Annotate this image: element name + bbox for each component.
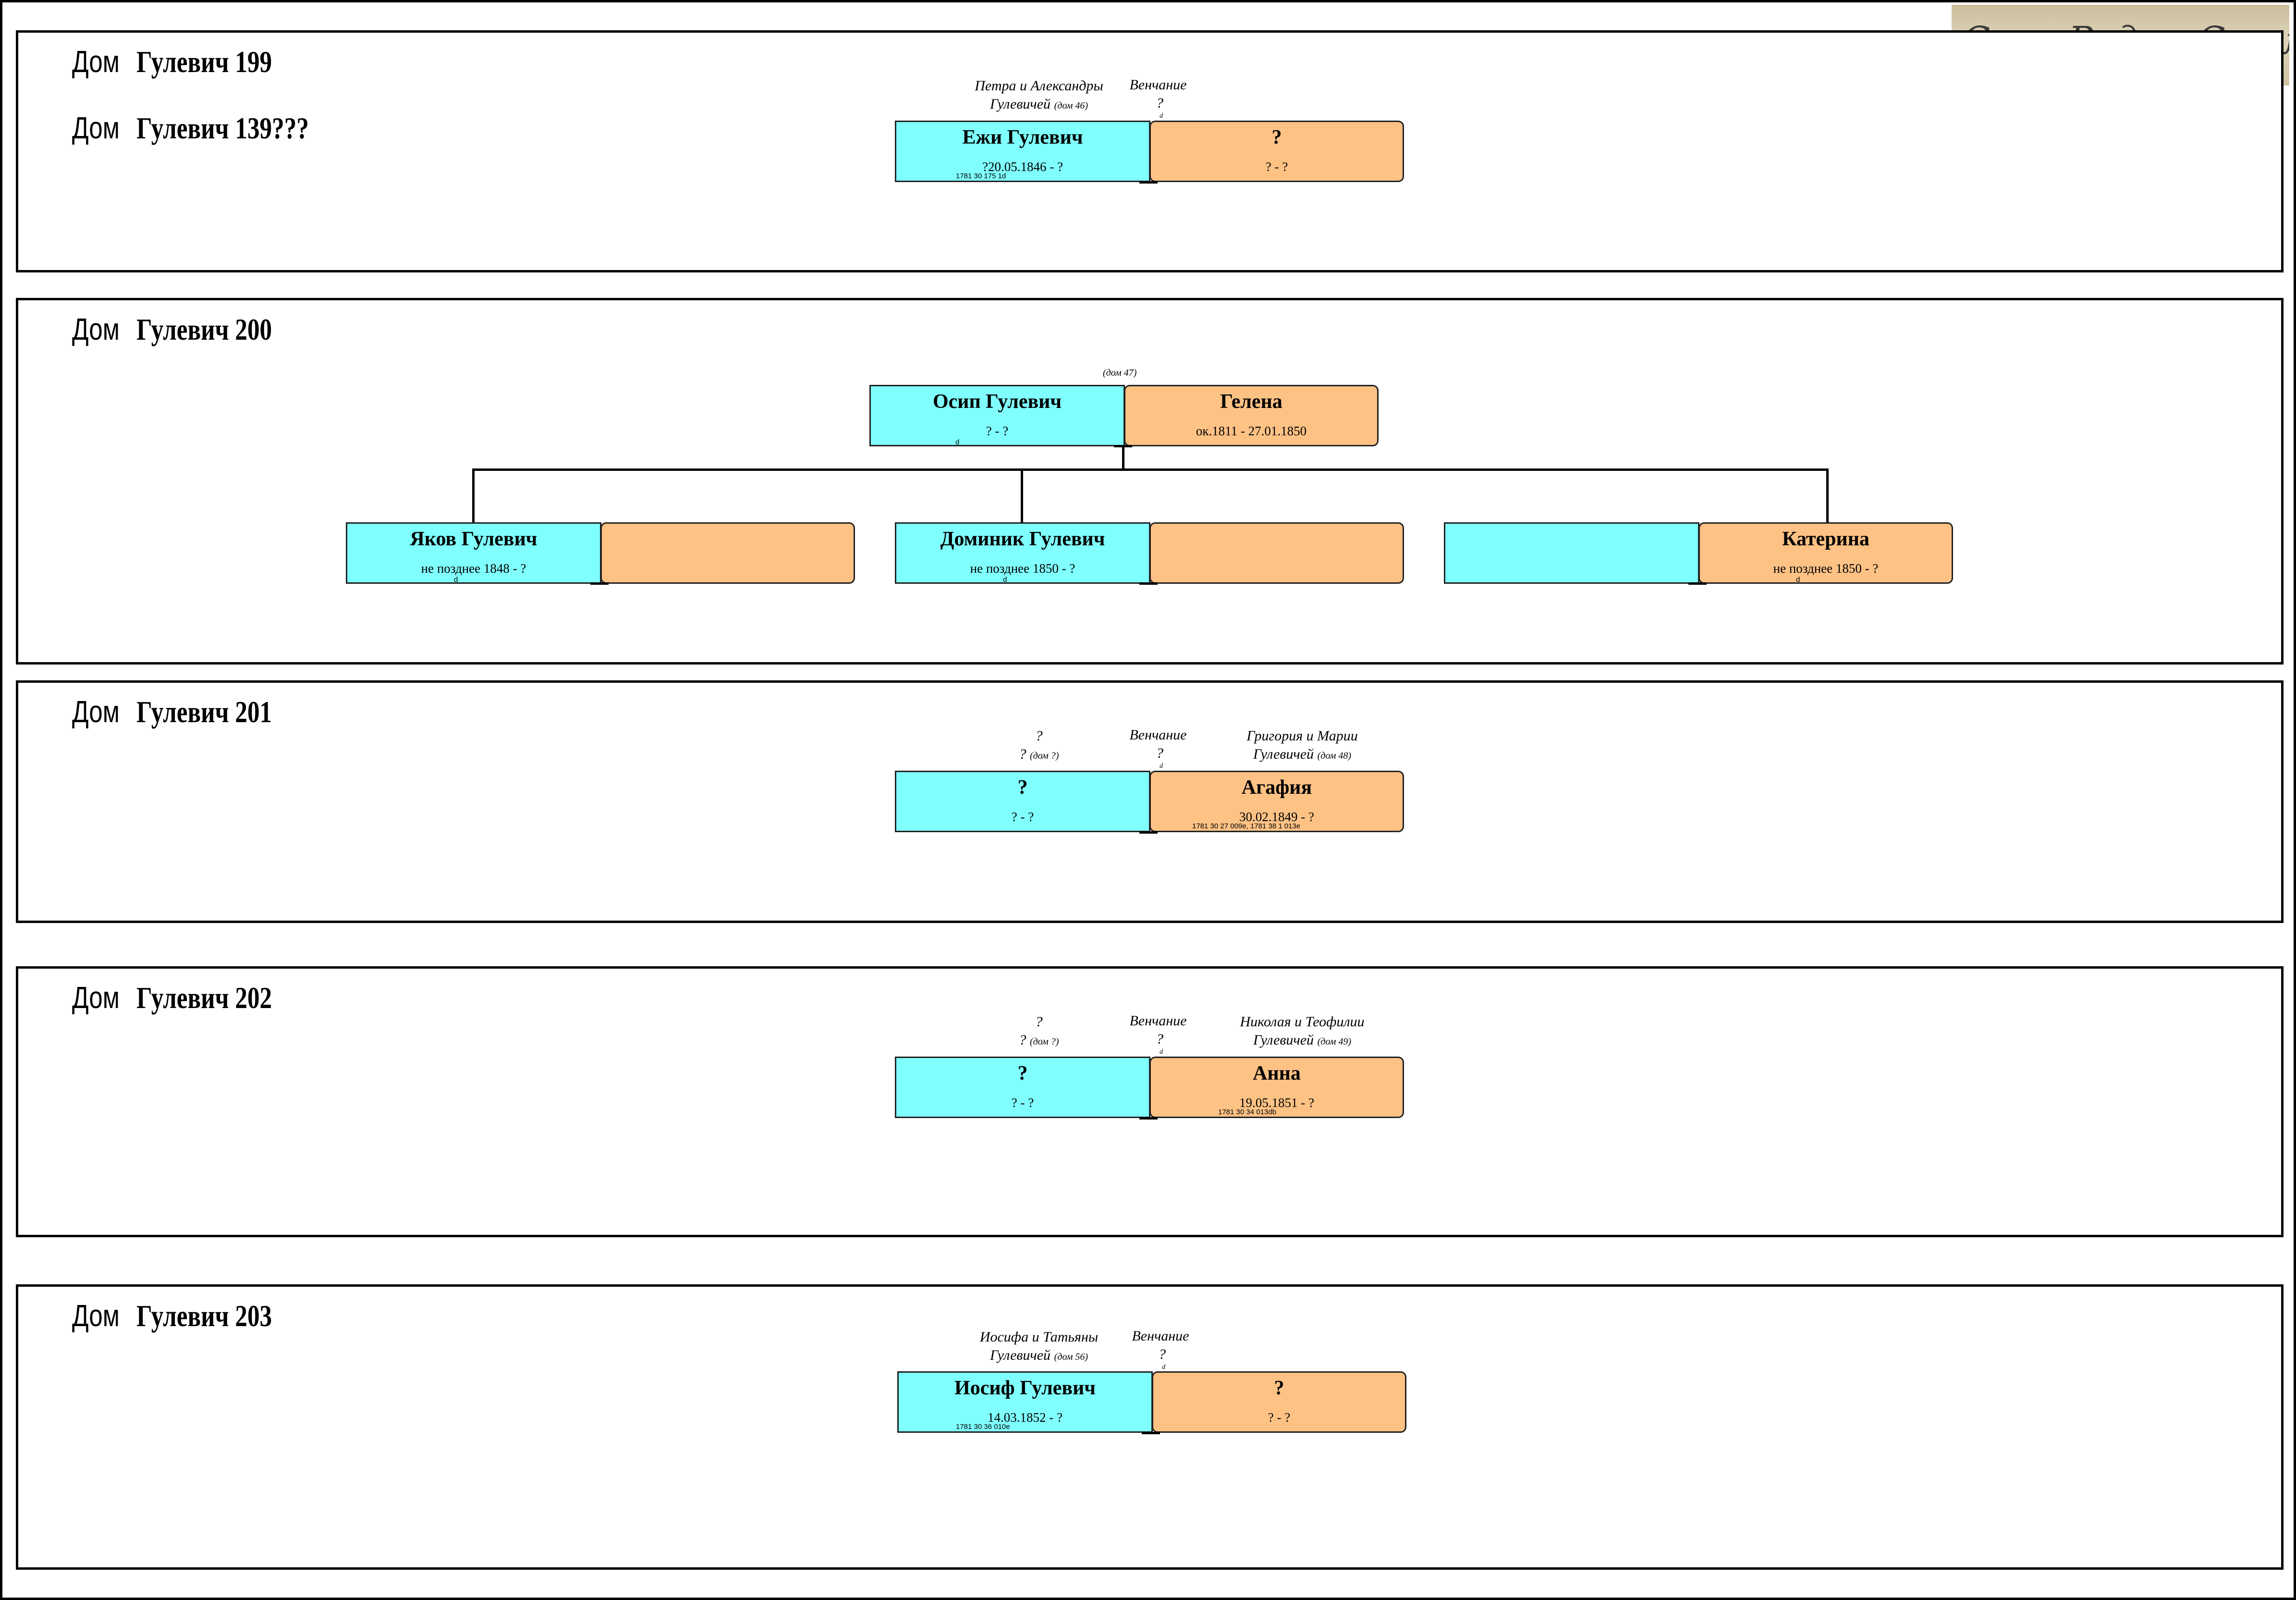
person-dates: 19.05.1851 - ?	[1239, 1095, 1314, 1110]
person-name: Доминик Гулевич	[940, 528, 1105, 550]
person-name: Анна	[1253, 1062, 1301, 1084]
person-card-husband[interactable]: Иосиф Гулевич 14.03.1852 - ? 1781 30 36 …	[897, 1371, 1153, 1433]
person-dates: ? - ?	[1265, 160, 1288, 174]
marriage-label: Венчание	[1129, 77, 1187, 93]
person-dates: ? - ?	[1268, 1410, 1291, 1425]
person-dates: ?20.05.1846 - ?	[982, 160, 1063, 174]
person-card-wife[interactable]: Анна 19.05.1851 - ? 1781 30 34 013db	[1149, 1057, 1404, 1118]
child-spouse-card-empty[interactable]	[1149, 522, 1404, 584]
person-card-wife[interactable]: ? ? - ?	[1149, 121, 1404, 182]
person-name: ?	[1274, 1377, 1284, 1399]
marriage-date: ?	[1156, 1031, 1163, 1047]
couple-connector	[1139, 181, 1158, 184]
descent-line	[1122, 445, 1124, 471]
couple-connector	[1139, 831, 1158, 834]
person-dates: 30.02.1849 - ?	[1239, 810, 1314, 824]
husband-parents-note: ? ? (дом ?)	[1019, 728, 1059, 762]
person-name: ?	[1017, 776, 1028, 799]
record-reference: 1781 30 175 1d	[956, 172, 1006, 180]
marriage-date: ?	[1159, 1346, 1166, 1362]
child-card-yakov[interactable]: Яков Гулевич не позднее 1848 - ? d	[346, 522, 601, 584]
person-dates: не позднее 1848 - ?	[421, 561, 526, 576]
person-card-wife[interactable]: Гелена ок.1811 - 27.01.1850	[1124, 385, 1379, 446]
marriage-mark: d	[1162, 1364, 1165, 1371]
husband-parents-note: Петра и Александры Гулевичей (дом 46)	[975, 78, 1103, 112]
wife-parents-note: Николая и Теофилии Гулевичей (дом 49)	[1240, 1014, 1365, 1048]
marriage-label: Венчание	[1132, 1328, 1189, 1344]
marriage-mark: d	[1160, 112, 1163, 120]
couple-connector	[590, 582, 609, 585]
person-name: Катерина	[1782, 528, 1869, 550]
person-mark: d	[454, 576, 458, 584]
husband-parents-note: Иосифа и Татьяны Гулевичей (дом 56)	[979, 1329, 1099, 1363]
person-dates: ок.1811 - 27.01.1850	[1196, 424, 1307, 438]
child-line-2	[1021, 468, 1023, 524]
person-name: Ежи Гулевич	[962, 126, 1083, 148]
record-reference: 1781 30 34 013db	[1218, 1108, 1276, 1116]
couple-connector	[1688, 582, 1707, 585]
person-mark: d	[1796, 576, 1800, 584]
person-name: Иосиф Гулевич	[954, 1377, 1096, 1399]
person-dates: ? - ?	[1011, 810, 1034, 824]
person-card-husband[interactable]: Ежи Гулевич ?20.05.1846 - ? 1781 30 175 …	[895, 121, 1150, 182]
husband-parents-note: ? ? (дом ?)	[1019, 1014, 1059, 1048]
house-note: (дом 47)	[1103, 368, 1137, 378]
marriage-date: ?	[1156, 745, 1163, 761]
marriage-mark: d	[1160, 1048, 1163, 1056]
person-name: Гелена	[1220, 391, 1282, 413]
person-dates: не позднее 1850 - ?	[970, 561, 1075, 576]
person-card-husband[interactable]: Осип Гулевич ? - ? d	[869, 385, 1125, 446]
person-card-wife[interactable]: Агафия 30.02.1849 - ? 1781 30 27 009e, 1…	[1149, 771, 1404, 832]
person-dates: 14.03.1852 - ?	[988, 1410, 1063, 1425]
child-line-1	[472, 468, 475, 524]
marriage-date: ?	[1156, 95, 1163, 111]
child-line-3	[1826, 468, 1829, 524]
marriage-label: Венчание	[1129, 727, 1187, 743]
record-reference: 1781 30 27 009e, 1781 38 1 013e	[1192, 822, 1301, 830]
child-card-katerina[interactable]: Катерина не позднее 1850 - ? d	[1698, 522, 1953, 584]
person-card-husband[interactable]: ? ? - ?	[895, 1057, 1150, 1118]
person-card-husband[interactable]: ? ? - ?	[895, 771, 1150, 832]
child-card-dominik[interactable]: Доминик Гулевич не позднее 1850 - ? d	[895, 522, 1150, 584]
person-name: Осип Гулевич	[932, 391, 1062, 413]
wife-parents-note: Григория и Марии Гулевичей (дом 48)	[1246, 728, 1358, 762]
person-dates: ? - ?	[986, 424, 1009, 438]
couple-connector	[1142, 1432, 1160, 1434]
person-name: ?	[1271, 126, 1282, 148]
person-name: Агафия	[1241, 776, 1312, 799]
child-spouse-card-empty[interactable]	[1444, 522, 1699, 584]
marriage-label: Венчание	[1129, 1013, 1187, 1029]
couple-connector	[1139, 582, 1158, 585]
person-dates: ? - ?	[1011, 1095, 1034, 1110]
person-mark: d	[1003, 576, 1007, 584]
person-mark: d	[955, 438, 960, 446]
person-name: Яков Гулевич	[410, 528, 537, 550]
person-dates: не позднее 1850 - ?	[1773, 561, 1879, 576]
marriage-mark: d	[1160, 763, 1163, 770]
child-spouse-card-empty[interactable]	[600, 522, 855, 584]
record-reference: 1781 30 36 010e	[956, 1423, 1010, 1431]
sibling-line	[472, 468, 1829, 471]
couple-connector	[1139, 1117, 1158, 1120]
person-name: ?	[1017, 1062, 1028, 1084]
person-card-wife[interactable]: ? ? - ?	[1152, 1371, 1406, 1433]
